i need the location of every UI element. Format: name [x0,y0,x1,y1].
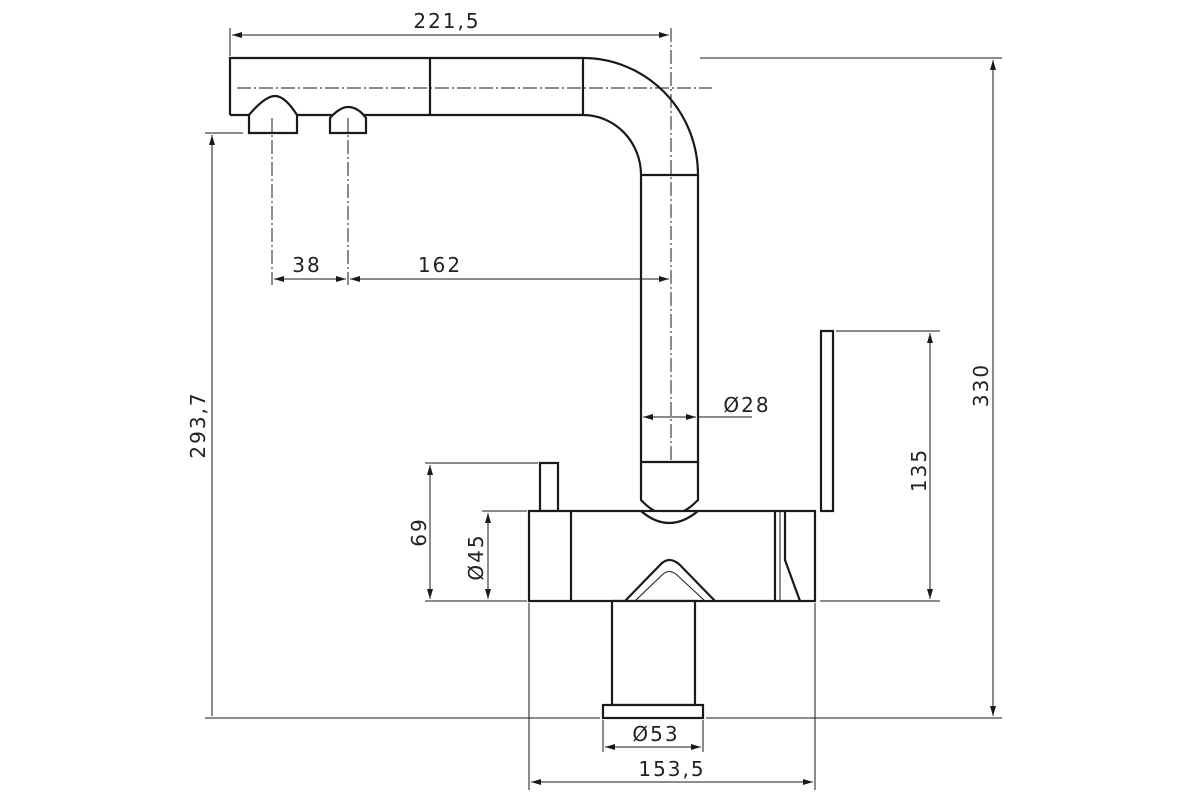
dim-spout-diameter: Ø28 [723,393,770,417]
dim-nozzle-spacing: 38 [292,253,321,277]
dim-total-height: 330 [969,363,993,407]
dimension-lines [209,32,996,785]
faucet-body [527,329,835,720]
dim-body-diameter: Ø45 [464,533,488,580]
dim-nozzle-to-axis: 162 [418,253,462,277]
dim-base-diameter: Ø53 [632,722,679,746]
dim-lever-height: 135 [907,448,931,492]
extension-lines [205,28,1002,790]
dim-spout-reach: 221,5 [413,9,480,33]
dim-body-width: 153,5 [638,757,705,781]
dim-knob-height: 69 [407,517,431,546]
spout [228,56,700,516]
dim-spout-outlet-height: 293,7 [186,391,210,458]
